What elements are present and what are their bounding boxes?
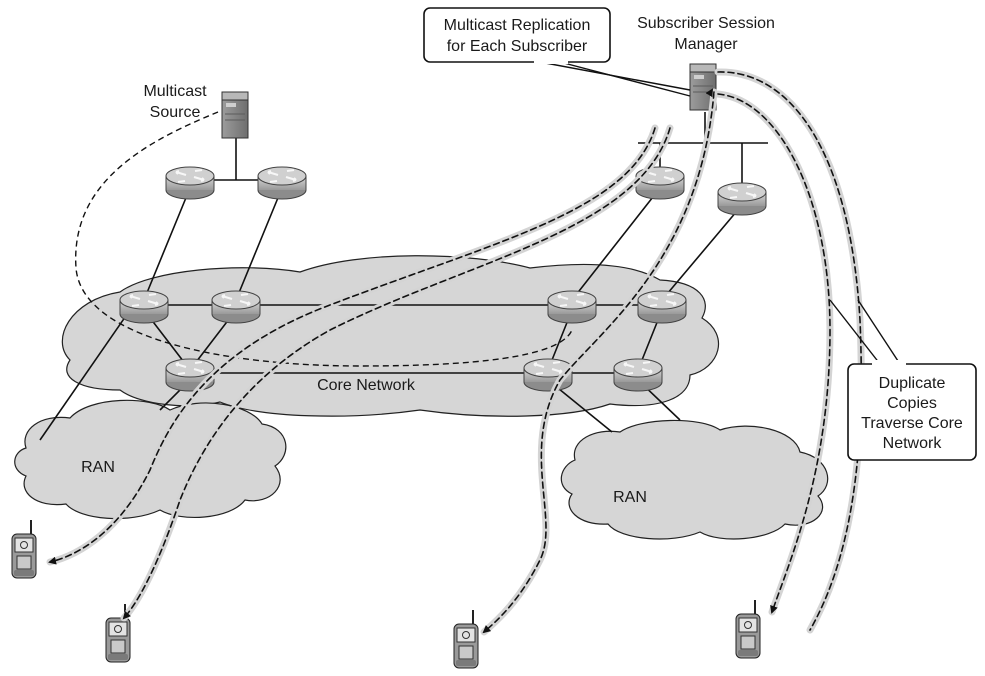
multicast-source-label-line2: Source bbox=[150, 104, 201, 121]
replication-label-line2: for Each Subscriber bbox=[447, 38, 588, 55]
mobile-phone-icon bbox=[735, 599, 761, 659]
session-manager-label-line1: Subscriber Session bbox=[637, 15, 775, 32]
router-icon bbox=[211, 290, 261, 324]
ran-cloud-right bbox=[560, 419, 829, 540]
duplicate-label-line2: Copies bbox=[887, 395, 937, 412]
replication-label-line1: Multicast Replication bbox=[444, 17, 591, 34]
multicast-source-label-line1: Multicast bbox=[143, 83, 207, 100]
router-icon bbox=[717, 182, 767, 216]
replication-callout: Multicast Replication for Each Subscribe… bbox=[423, 7, 691, 97]
ran-left-label: RAN bbox=[81, 459, 115, 476]
duplicate-label-line4: Network bbox=[883, 435, 943, 452]
router-icon bbox=[119, 290, 169, 324]
router-icon bbox=[257, 166, 307, 200]
mobile-phone-icon bbox=[453, 609, 479, 669]
router-icon bbox=[637, 290, 687, 324]
duplicate-label-line3: Traverse Core bbox=[861, 415, 963, 432]
duplicate-label-line1: Duplicate bbox=[879, 375, 946, 392]
duplicate-flows bbox=[46, 68, 865, 636]
session-manager-label-line2: Manager bbox=[674, 36, 738, 53]
router-icon bbox=[613, 358, 663, 392]
core-network-label: Core Network bbox=[317, 377, 416, 394]
ran-right-label: RAN bbox=[613, 489, 647, 506]
router-icon bbox=[165, 358, 215, 392]
router-icon bbox=[547, 290, 597, 324]
duplicate-copies-callout: Duplicate Copies Traverse Core Network bbox=[829, 299, 977, 461]
router-icon bbox=[165, 166, 215, 200]
multicast-source-path bbox=[75, 111, 573, 367]
mobile-phone-icon bbox=[11, 519, 37, 579]
multicast-source-server-icon bbox=[221, 91, 249, 139]
